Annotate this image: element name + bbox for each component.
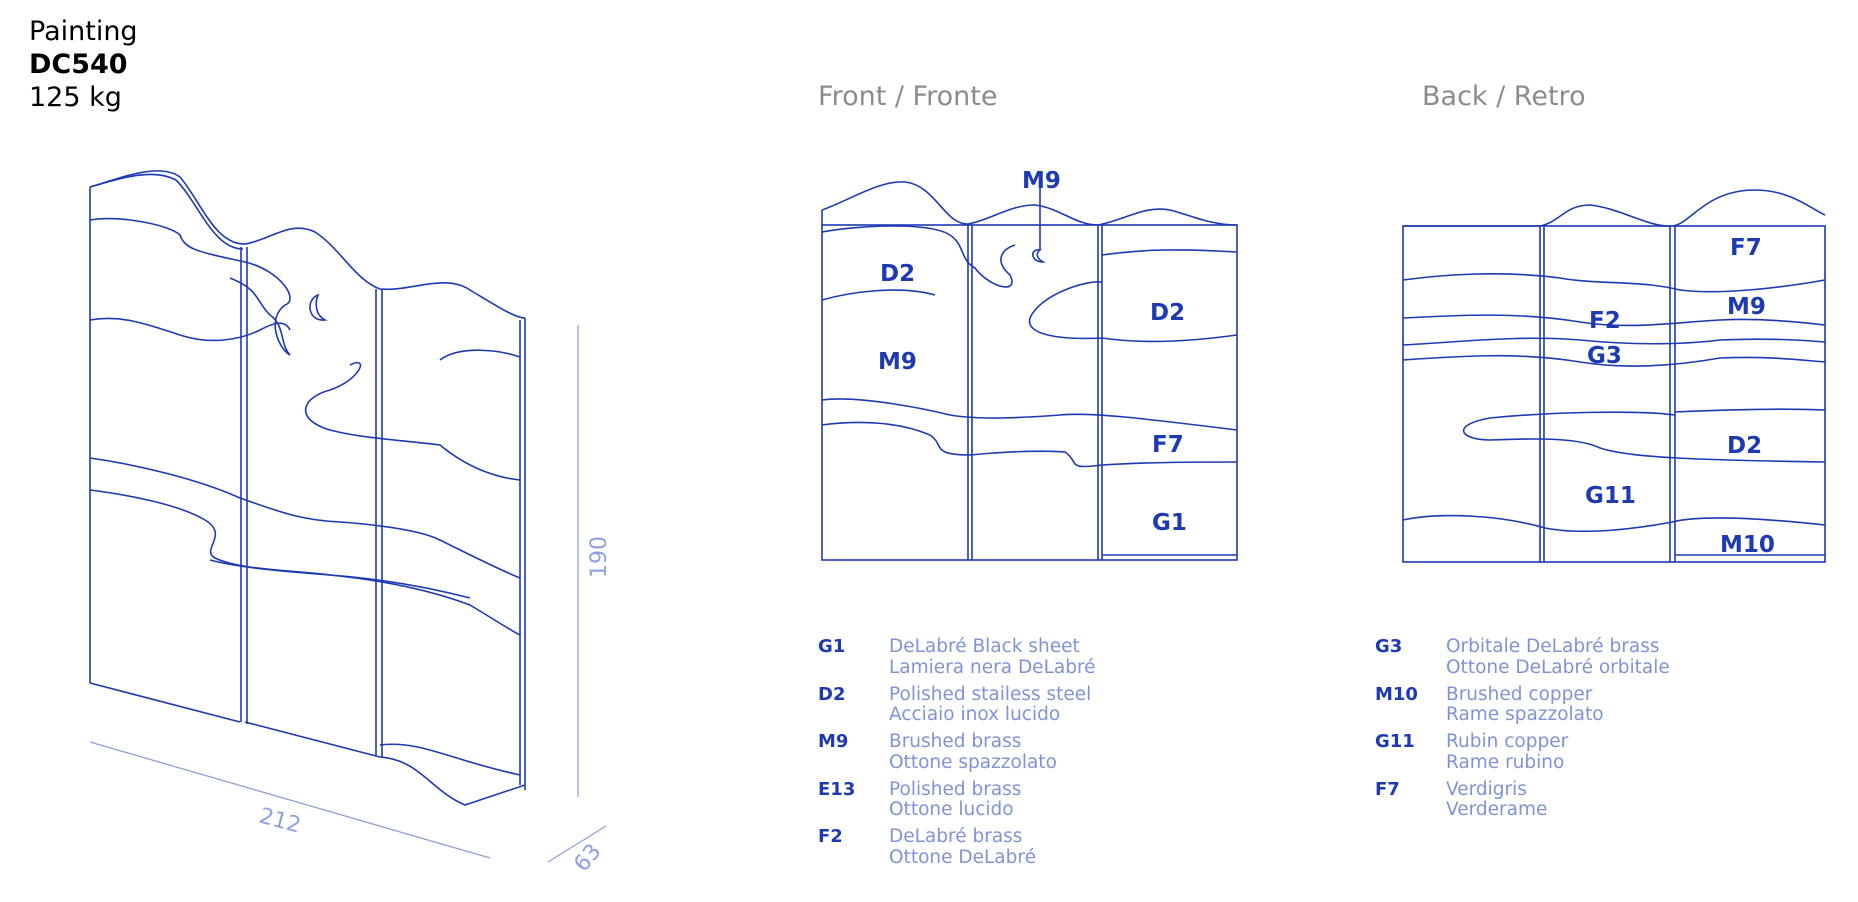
legend-name-en: DeLabré brass xyxy=(889,826,1023,847)
front-label-d2-left: D2 xyxy=(880,261,915,287)
legend-name-it: Rame spazzolato xyxy=(1446,704,1604,726)
front-label-m9-top: M9 xyxy=(1022,168,1061,194)
back-label-f7: F7 xyxy=(1730,235,1762,261)
back-view-title: Back / Retro xyxy=(1422,81,1586,112)
legend-name-it: Ottone DeLabré xyxy=(889,846,1036,868)
legend-name-en: Polished brass xyxy=(889,778,1022,800)
back-label-f2: F2 xyxy=(1589,308,1621,334)
width-dimension-line xyxy=(89,741,491,859)
legend-name-it: Ottone spazzolato xyxy=(889,751,1057,773)
legend-code: G11 xyxy=(1375,731,1415,752)
legend-code: M9 xyxy=(818,731,849,752)
legend-name-en: Orbitale DeLabré brass xyxy=(1446,636,1660,657)
legend-name-en: Verdigris xyxy=(1446,778,1527,800)
legend-name-en: Rubin copper xyxy=(1446,731,1569,752)
back-label-g11: G11 xyxy=(1585,483,1636,509)
front-label-f7: F7 xyxy=(1152,432,1184,458)
legend-code: E13 xyxy=(818,778,856,800)
front-view xyxy=(821,181,1238,561)
depth-dimension-line xyxy=(547,825,607,863)
legend-code: D2 xyxy=(818,683,846,705)
legend-name-en: Brushed copper xyxy=(1446,683,1593,705)
legend-name-it: Rame rubino xyxy=(1446,751,1565,773)
legend-code: F7 xyxy=(1375,778,1400,800)
front-label-g1: G1 xyxy=(1152,510,1187,536)
legend-name-it: Ottone DeLabré orbitale xyxy=(1446,656,1670,678)
back-label-m9: M9 xyxy=(1727,294,1766,320)
back-frame xyxy=(1402,225,1826,563)
width-value: 212 xyxy=(256,804,303,839)
product-code: DC540 xyxy=(29,49,128,80)
product-type: Painting xyxy=(29,16,138,47)
legend-name-it: Lamiera nera DeLabré xyxy=(889,656,1096,678)
isometric-screen xyxy=(89,170,526,806)
back-top-edge xyxy=(1403,189,1826,227)
front-top-edge xyxy=(821,181,1238,226)
front-label-m9: M9 xyxy=(878,349,917,375)
legend-code: M10 xyxy=(1375,683,1418,705)
legend-code: F2 xyxy=(818,826,843,847)
legend-name-en: Polished stailess steel xyxy=(889,683,1092,705)
legend-code: G3 xyxy=(1375,636,1403,657)
legend-name-it: Acciaio inox lucido xyxy=(889,704,1061,726)
height-value: 190 xyxy=(587,536,612,578)
front-frame xyxy=(821,224,1238,561)
back-label-g3: G3 xyxy=(1587,343,1622,369)
product-weight: 125 kg xyxy=(29,82,122,113)
front-label-d2-right: D2 xyxy=(1150,300,1185,326)
legend-name-it: Ottone lucido xyxy=(889,799,1014,821)
legend-name-en: Brushed brass xyxy=(889,731,1022,752)
front-view-title: Front / Fronte xyxy=(818,81,998,112)
back-label-m10: M10 xyxy=(1720,532,1775,558)
legend-name-en: DeLabré Black sheet xyxy=(889,636,1080,657)
iso-top-edge xyxy=(89,170,526,319)
legend-code: G1 xyxy=(818,636,846,657)
back-label-d2: D2 xyxy=(1727,433,1762,459)
back-view xyxy=(1402,189,1826,563)
legend-name-it: Verderame xyxy=(1446,799,1548,821)
